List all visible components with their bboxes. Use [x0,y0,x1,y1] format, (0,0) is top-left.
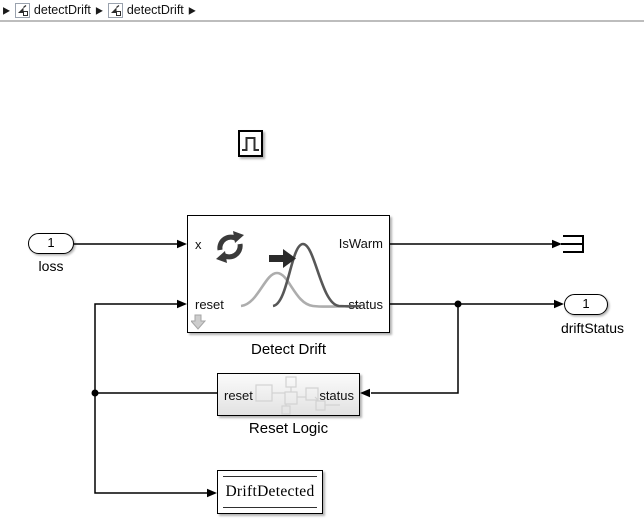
arrowhead-icon [177,239,187,249]
port-label-x: x [195,237,202,252]
breadcrumb-label: detectDrift [33,3,91,17]
detect-drift-block[interactable]: x reset IsWarm status [187,215,390,333]
arrowhead-icon [177,299,187,309]
dropdown-indicator-icon[interactable] [191,314,206,330]
breadcrumb-root-arrow-icon[interactable]: ▶ [3,3,10,15]
port-label-reset: reset [195,297,224,312]
outport-block-driftstatus[interactable]: 1 [564,294,608,315]
outport-label-driftstatus: driftStatus [560,320,625,336]
data-store-write-block[interactable]: DriftDetected [217,470,323,514]
subsystem-icon [107,2,123,18]
breadcrumb: ▶ detectDrift ▶ detectDrift ▶ [0,0,644,22]
breadcrumb-item-detectdrift-2[interactable]: detectDrift [107,2,184,18]
inport-block-loss[interactable]: 1 [28,233,74,254]
model-canvas[interactable]: 1 loss x reset IsWarm status [0,24,644,526]
wire-status-branch-to-resetlogic[interactable] [371,304,459,394]
subsystem-preview-icon [255,376,340,415]
breadcrumb-label: detectDrift [126,3,184,17]
reset-logic-block[interactable]: reset status [217,373,360,416]
inport-number: 1 [47,235,55,250]
detect-drift-label: Detect Drift [250,341,326,358]
outport-number: 1 [582,296,590,311]
inport-label-loss: loss [38,258,64,274]
port-label-iswarm: IsWarm [338,236,383,251]
data-store-name: DriftDetected [225,483,315,500]
port-label-status: status [348,297,383,312]
data-store-line-icon [223,476,317,477]
wire-reset-branch-down[interactable] [94,393,208,494]
breadcrumb-item-detectdrift-1[interactable]: detectDrift [14,2,91,18]
pulse-generator-block[interactable] [238,130,263,157]
subsystem-icon [14,2,30,18]
terminator-block[interactable] [556,230,588,258]
data-store-line-icon [223,507,317,508]
resetlogic-port-status: status [319,388,354,403]
arrowhead-icon [207,488,217,498]
breadcrumb-trailing-arrow-icon[interactable]: ▶ [188,3,196,15]
drift-distributions-icon [240,242,362,308]
wire-reset-branch-up[interactable] [94,303,178,393]
refresh-icon [216,231,244,263]
reset-logic-label: Reset Logic [248,420,329,437]
pulse-icon [242,137,259,151]
breadcrumb-separator-icon[interactable]: ▶ [95,3,103,15]
shift-arrow-icon [269,255,283,262]
resetlogic-port-reset: reset [224,388,253,403]
arrowhead-icon [360,388,370,398]
arrowhead-icon [554,299,564,309]
